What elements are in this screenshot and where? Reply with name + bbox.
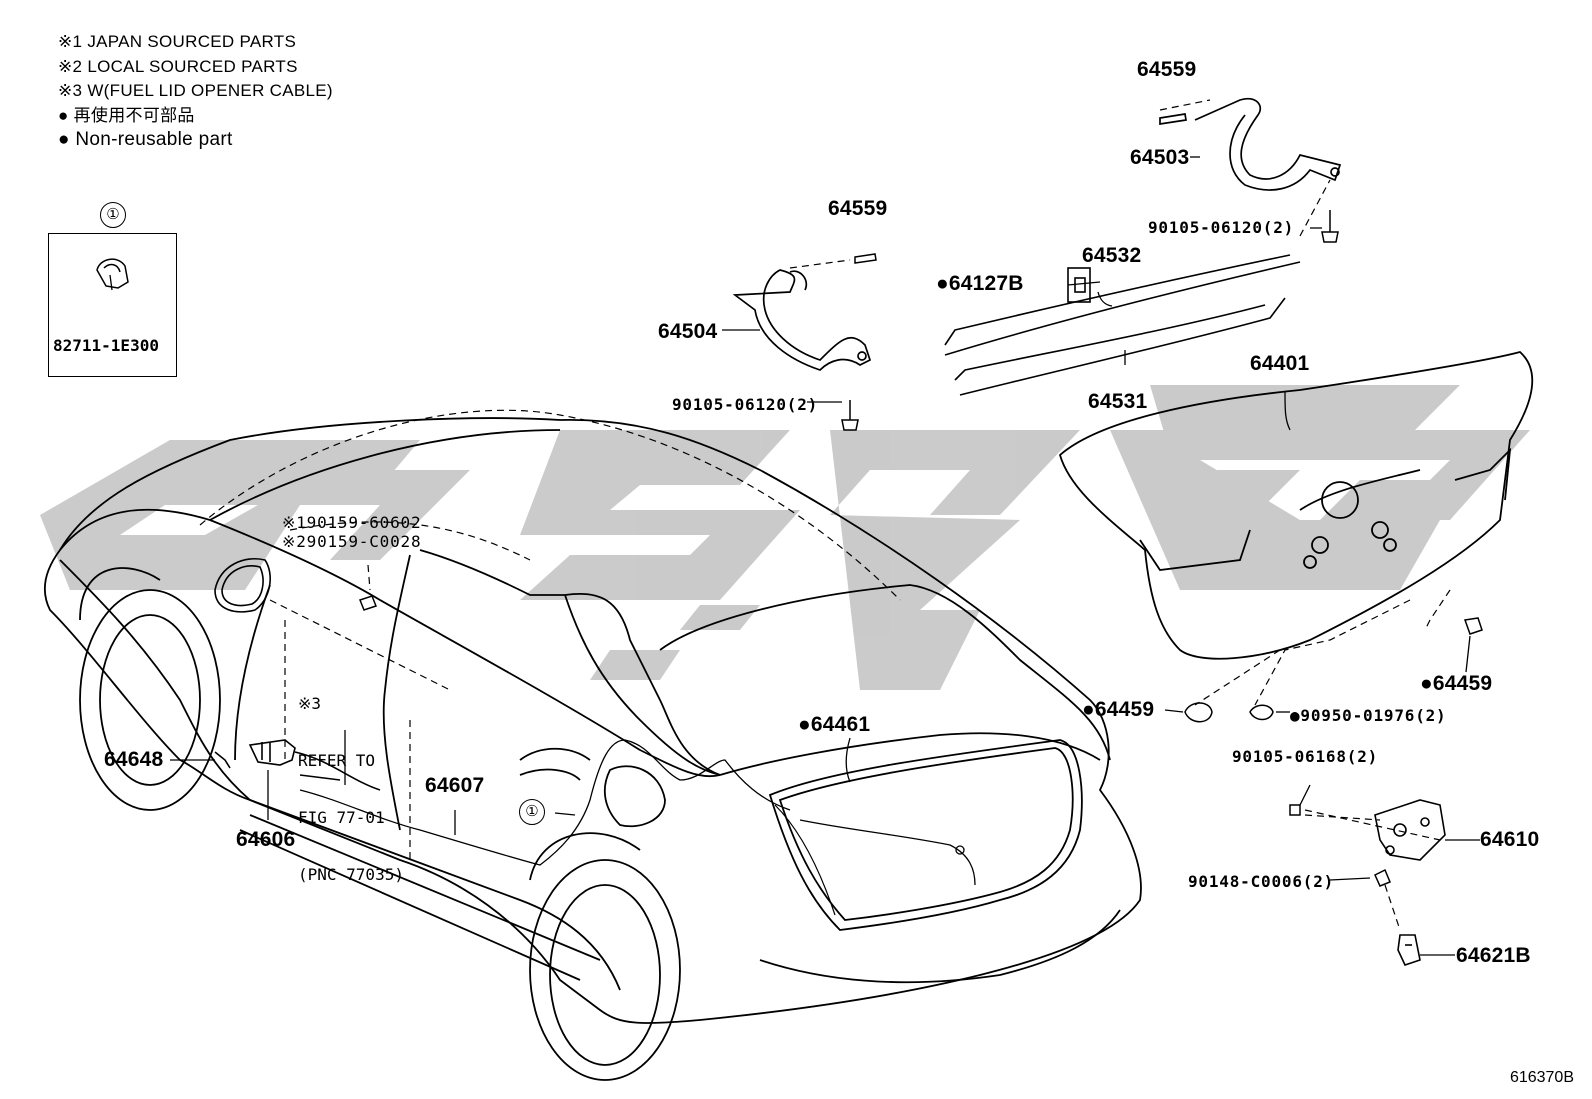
refer-note-line2: REFER TO — [298, 751, 376, 770]
lock-64610 — [1374, 799, 1446, 861]
part-90105-06120-right[interactable]: 90105-06120(2) — [1148, 218, 1295, 237]
legend-japan-sourced: ※1 JAPAN SOURCED PARTS — [58, 32, 297, 51]
part-64607[interactable]: 64607 — [425, 774, 485, 797]
refer-note-line1: ※3 — [298, 694, 322, 713]
part-64504[interactable]: 64504 — [658, 320, 718, 343]
part-82711-1E300[interactable]: 82711-1E300 — [53, 336, 159, 355]
callout-marker: ① — [519, 799, 545, 825]
part-64401[interactable]: 64401 — [1250, 352, 1310, 375]
legend-local-sourced: ※2 LOCAL SOURCED PARTS — [58, 56, 298, 76]
part-90159-C0028[interactable]: ※290159-C0028 — [282, 532, 422, 551]
part-64503[interactable]: 64503 — [1130, 146, 1190, 169]
legend-non-reusable: ● Non-reusable part — [58, 129, 233, 150]
car-body — [43, 417, 1142, 1024]
striker-64621B — [1397, 934, 1421, 966]
fuel-lid — [214, 558, 271, 613]
refer-note-line4[interactable]: (PNC 77035) — [298, 865, 404, 884]
part-64559-mid[interactable]: 64559 — [828, 197, 888, 220]
part-64127B[interactable]: ●64127B — [936, 272, 1024, 295]
opener-switch — [214, 739, 381, 791]
cushions — [1184, 617, 1483, 723]
part-64459-right[interactable]: ●64459 — [1420, 672, 1493, 695]
part-90950-01976[interactable]: ●90950-01976(2) — [1290, 706, 1447, 725]
part-90105-06120-left[interactable]: 90105-06120(2) — [672, 395, 819, 414]
weatherstrip — [774, 804, 836, 916]
watermark — [40, 385, 1530, 690]
legend-non-reusable-jp: ● 再使用不可部品 — [58, 105, 195, 125]
inset-marker: ① — [100, 202, 126, 228]
part-64648[interactable]: 64648 — [104, 748, 164, 771]
refer-note: ※3 REFER TO FIG 77-01 (PNC 77035) — [298, 656, 404, 922]
legend: ※1 JAPAN SOURCED PARTS ※2 LOCAL SOURCED … — [58, 30, 333, 153]
torsion-bars — [944, 254, 1301, 396]
part-64461[interactable]: ●64461 — [798, 713, 871, 736]
refer-note-line3: FIG 77-01 — [298, 808, 385, 827]
part-64610[interactable]: 64610 — [1480, 828, 1540, 851]
legend-fuel-lid-cable: ※3 W(FUEL LID OPENER CABLE) — [58, 81, 333, 100]
inset-box — [48, 233, 177, 377]
trunk-lid — [1058, 351, 1534, 660]
leader-lines — [109, 156, 1480, 956]
part-64559-top[interactable]: 64559 — [1137, 58, 1197, 81]
part-64531[interactable]: 64531 — [1088, 390, 1148, 413]
hinge-64504 — [732, 269, 872, 371]
wire-harness — [299, 739, 976, 886]
part-90159-60602[interactable]: ※190159-60602 — [282, 513, 422, 532]
part-64621B[interactable]: 64621B — [1456, 944, 1531, 967]
part-64459-left[interactable]: ●64459 — [1082, 698, 1155, 721]
part-90148-C0006[interactable]: 90148-C0006(2) — [1188, 872, 1335, 891]
clip-82711 — [96, 258, 129, 289]
figure-id: 616370B — [1509, 1069, 1574, 1086]
hinge-64503 — [1159, 97, 1342, 191]
screws — [359, 210, 1391, 887]
part-64532[interactable]: 64532 — [1082, 244, 1142, 267]
dashed-leaders — [199, 99, 1451, 931]
part-90105-06168[interactable]: 90105-06168(2) — [1232, 747, 1379, 766]
part-64606[interactable]: 64606 — [236, 828, 296, 851]
